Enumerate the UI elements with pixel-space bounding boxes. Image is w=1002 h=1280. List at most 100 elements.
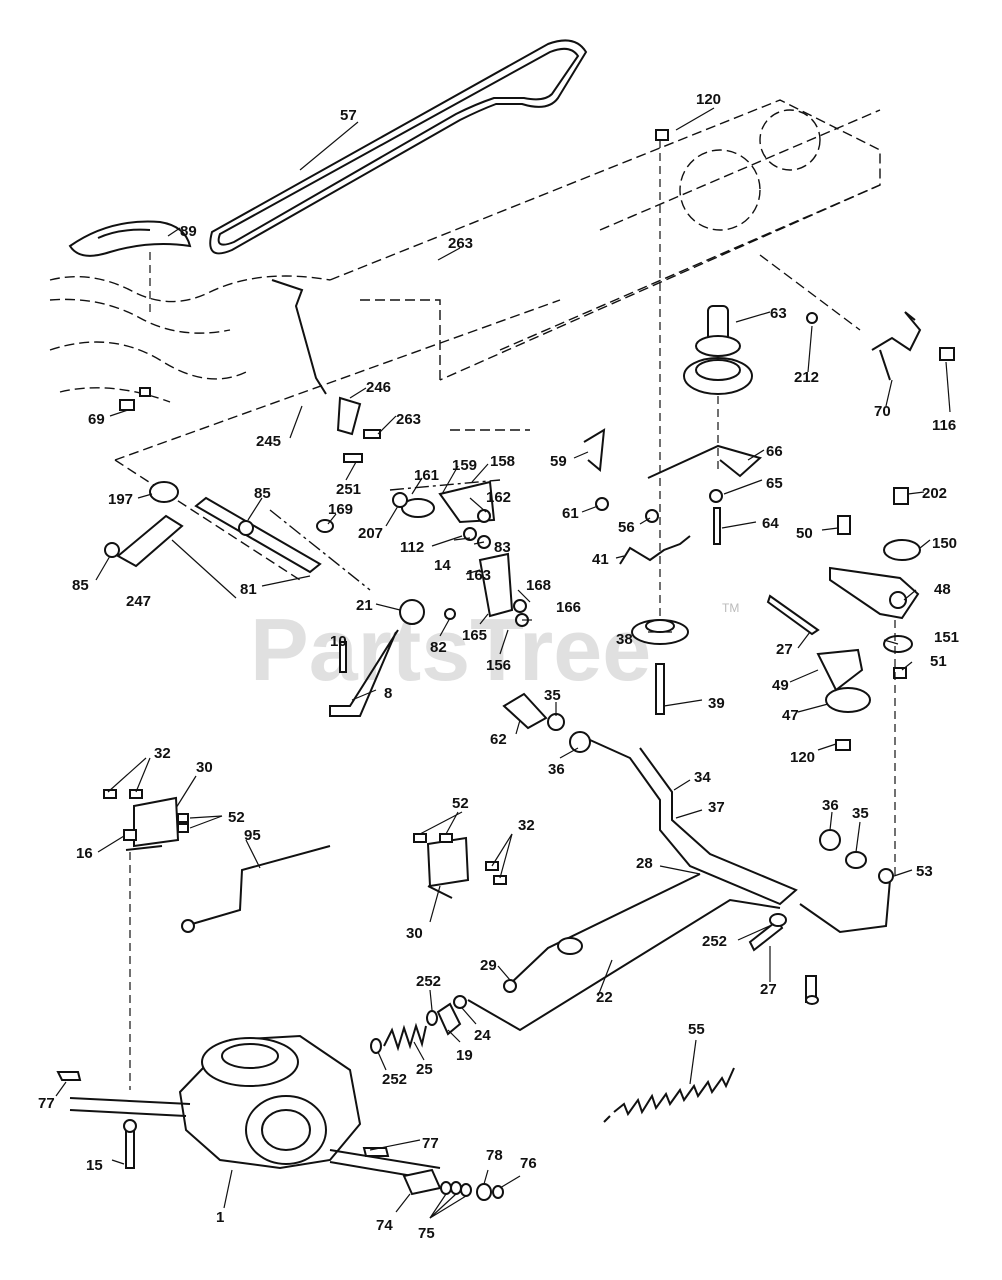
bracket-30a — [103, 789, 189, 1090]
callout-247: 247 — [126, 593, 151, 610]
callout-89: 89 — [180, 223, 197, 240]
callout-112: 112 — [400, 539, 424, 556]
callout-77-b: 77 — [422, 1135, 439, 1152]
callout-245: 245 — [256, 433, 281, 450]
callout-116: 116 — [932, 417, 956, 434]
callout-151: 151 — [934, 629, 959, 646]
callout-252-b: 252 — [416, 973, 441, 990]
callout-36-b: 36 — [822, 797, 839, 814]
callout-41: 41 — [592, 551, 609, 568]
bracket-48 — [816, 566, 920, 880]
callout-156: 156 — [486, 657, 511, 674]
callout-56: 56 — [618, 519, 635, 536]
callout-120-b: 120 — [790, 749, 815, 766]
callout-27: 27 — [776, 641, 793, 658]
callout-62: 62 — [490, 731, 507, 748]
callout-22: 22 — [596, 989, 613, 1006]
frame-outline — [49, 99, 881, 591]
callout-28: 28 — [636, 855, 653, 872]
callout-95: 95 — [244, 827, 261, 844]
callout-63: 63 — [770, 305, 787, 322]
callout-30-b: 30 — [406, 925, 423, 942]
callout-36: 36 — [548, 761, 565, 778]
callout-55: 55 — [688, 1021, 705, 1038]
callout-66: 66 — [766, 443, 783, 460]
callout-169: 169 — [328, 501, 353, 518]
callout-34: 34 — [694, 769, 711, 786]
callout-39: 39 — [708, 695, 725, 712]
callout-83: 83 — [494, 539, 511, 556]
callout-150: 150 — [932, 535, 957, 552]
callout-158: 158 — [490, 453, 515, 470]
callout-252: 252 — [702, 933, 727, 950]
callout-81: 81 — [240, 581, 257, 598]
transaxle-1 — [56, 1034, 441, 1181]
callout-24: 24 — [474, 1027, 491, 1044]
callout-15: 15 — [86, 1157, 103, 1174]
callout-197: 197 — [108, 491, 133, 508]
bracket-30b — [413, 833, 507, 899]
callout-207: 207 — [358, 525, 383, 542]
watermark-trademark: TM — [722, 601, 739, 615]
callout-252-c: 252 — [382, 1071, 407, 1088]
link-66 — [647, 444, 763, 479]
callout-27-b: 27 — [760, 981, 777, 998]
callout-64: 64 — [762, 515, 779, 532]
callout-212: 212 — [794, 369, 819, 386]
callout-32-b: 32 — [518, 817, 535, 834]
rod-59-41 — [583, 428, 691, 565]
callout-82: 82 — [430, 639, 447, 656]
callout-labels: 57 120 89 263 63 212 70 116 69 246 263 2… — [38, 91, 959, 1242]
callout-25: 25 — [416, 1061, 433, 1078]
callout-32: 32 — [154, 745, 171, 762]
callout-263-b: 263 — [396, 411, 421, 428]
callout-251: 251 — [336, 481, 361, 498]
callout-53: 53 — [916, 863, 933, 880]
callout-35-b: 35 — [852, 805, 869, 822]
callout-16: 16 — [76, 845, 93, 862]
callout-48: 48 — [934, 581, 951, 598]
drive-belt — [209, 39, 588, 255]
callout-69: 69 — [88, 411, 105, 428]
rod-95 — [181, 845, 331, 933]
callout-166: 166 — [556, 599, 581, 616]
pulley-63 — [683, 305, 753, 470]
small-hardware — [119, 129, 955, 751]
pulley-38 — [631, 140, 689, 715]
callout-76: 76 — [520, 1155, 537, 1172]
callout-30: 30 — [196, 759, 213, 776]
callout-77: 77 — [38, 1095, 55, 1112]
callout-52-b: 52 — [452, 795, 469, 812]
leader-lines — [55, 107, 951, 1219]
callout-14: 14 — [434, 557, 451, 574]
callout-29: 29 — [480, 957, 497, 974]
rod-70 — [871, 311, 922, 381]
callout-49: 49 — [772, 677, 789, 694]
callout-65: 65 — [766, 475, 783, 492]
pivot-group — [392, 480, 529, 627]
rod-34 — [589, 739, 894, 934]
callout-85-b: 85 — [72, 577, 89, 594]
callout-37: 37 — [708, 799, 725, 816]
callout-47: 47 — [782, 707, 799, 724]
callout-59: 59 — [550, 453, 567, 470]
callout-75: 75 — [418, 1225, 435, 1242]
lever-8 — [329, 599, 425, 717]
brackets-245 — [271, 279, 381, 463]
callout-35: 35 — [544, 687, 561, 704]
callout-159: 159 — [452, 457, 477, 474]
callout-246: 246 — [366, 379, 391, 396]
callout-10: 10 — [330, 633, 347, 650]
callout-1: 1 — [216, 1209, 224, 1226]
callout-78: 78 — [486, 1147, 503, 1164]
callout-162: 162 — [486, 489, 511, 506]
callout-168: 168 — [526, 577, 551, 594]
callout-70: 70 — [874, 403, 891, 420]
callout-51: 51 — [930, 653, 947, 670]
callout-120: 120 — [696, 91, 721, 108]
callout-19: 19 — [456, 1047, 473, 1064]
callout-161: 161 — [414, 467, 439, 484]
callout-52: 52 — [228, 809, 245, 826]
fender-part — [68, 220, 192, 316]
